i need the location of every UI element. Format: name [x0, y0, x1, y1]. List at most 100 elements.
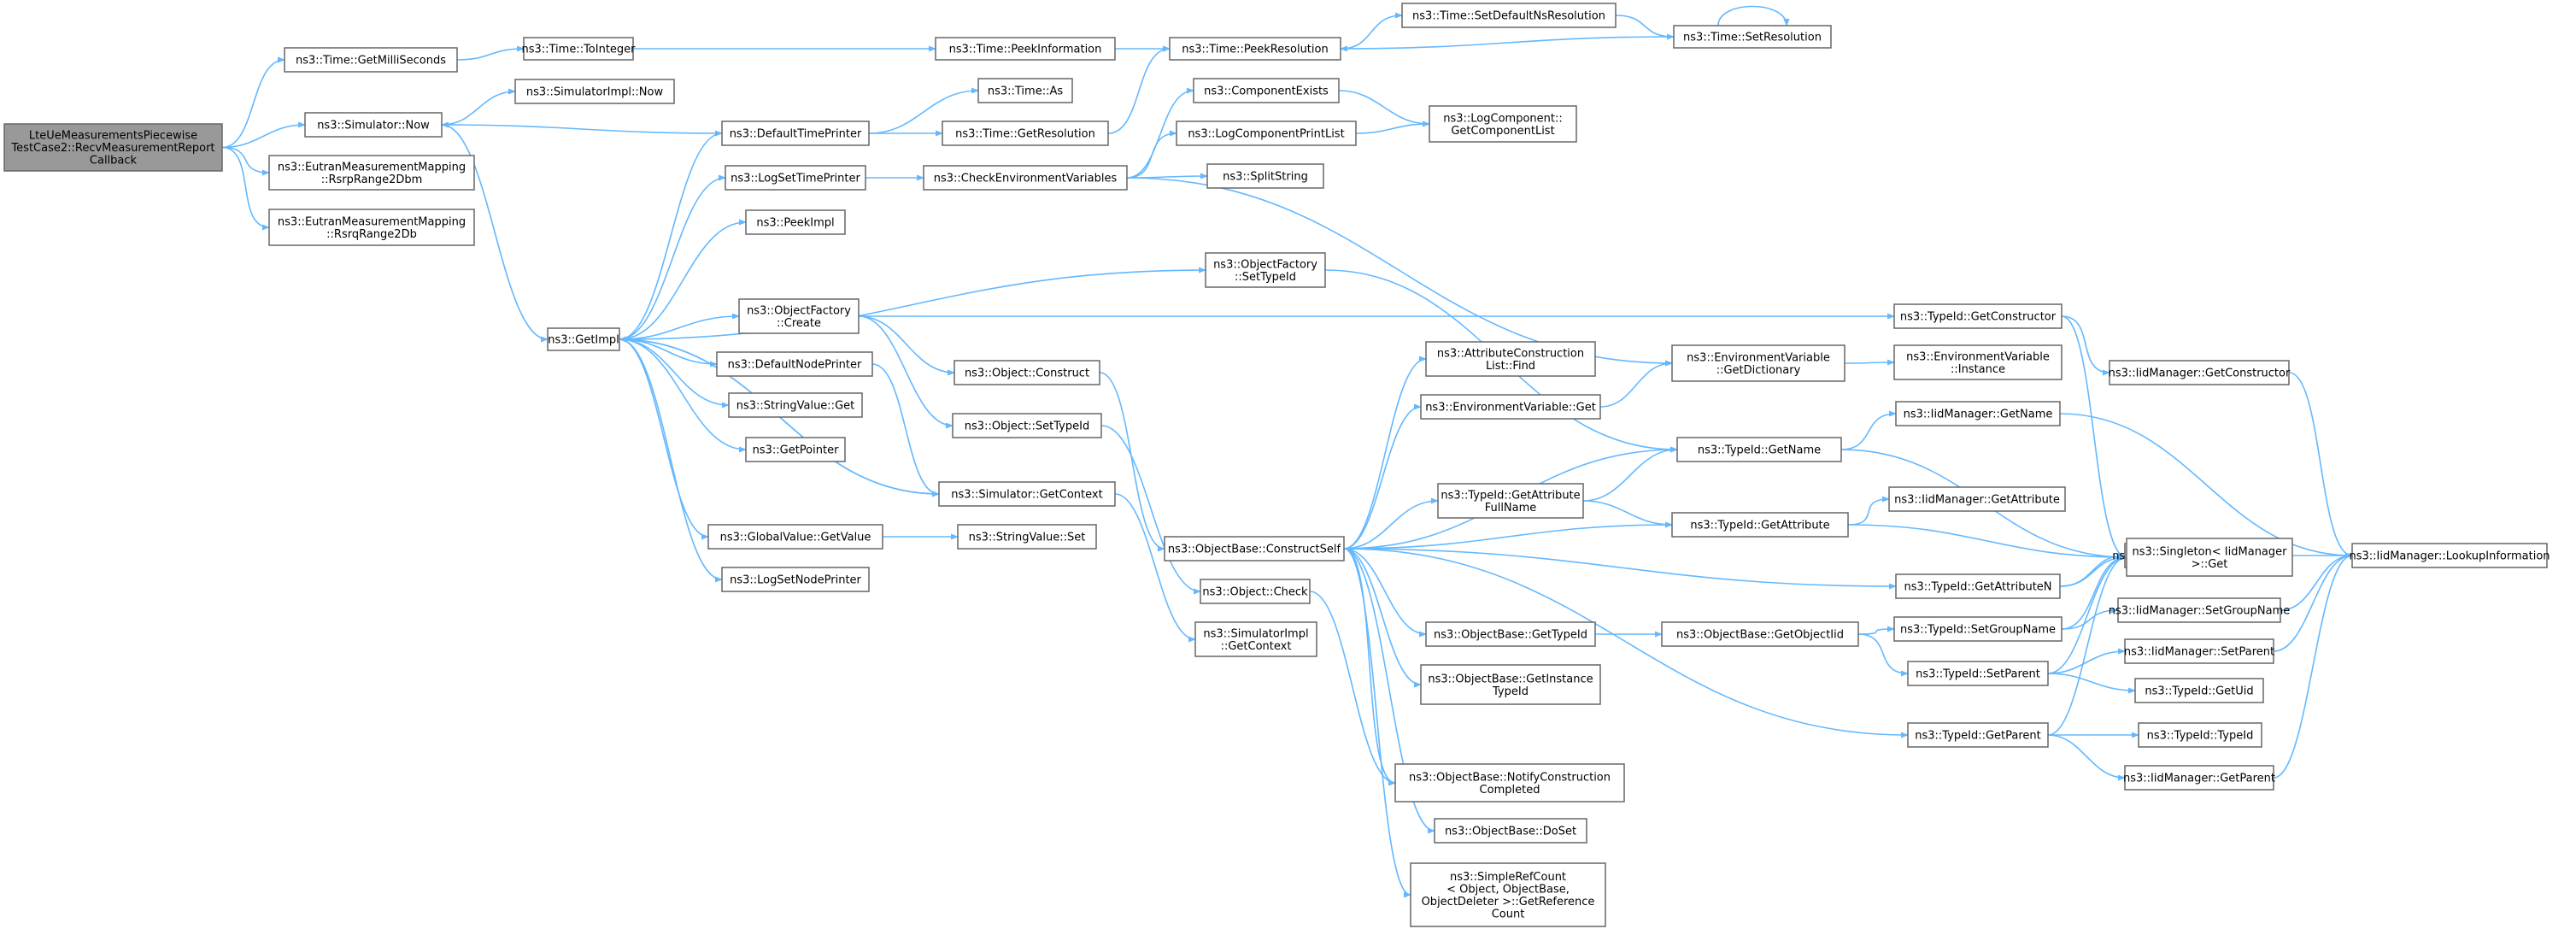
edge-envget-to-envdict: [1599, 360, 1673, 408]
edges-layer: [221, 5, 2353, 898]
node-getimpl[interactable]: ns3::GetImpl: [547, 327, 620, 351]
edge-line: [2047, 554, 2127, 736]
edge-line: [1717, 5, 1790, 26]
edge-defnode-to-simgetctx: [871, 363, 940, 497]
node-objsettid[interactable]: ns3::Object::SetTypeId: [952, 413, 1102, 438]
node-deftime[interactable]: ns3::DefaultTimePrinter: [721, 121, 870, 146]
edge-constructself-to-envget: [1343, 403, 1422, 550]
node-dosetattr[interactable]: ns3::ObjectBase::DoSet: [1434, 818, 1587, 844]
node-splitstring[interactable]: ns3::SplitString: [1206, 163, 1324, 189]
edge-getimpl-to-objfacsettid: [619, 267, 1206, 340]
node-tidsetparent[interactable]: ns3::TypeId::SetParent: [1907, 661, 2049, 686]
node-simimplctx[interactable]: ns3::SimulatorImpl::GetContext: [1194, 621, 1317, 657]
node-setres[interactable]: ns3::Time::SetResolution: [1673, 25, 1832, 49]
node-box: [725, 165, 866, 191]
node-obgettid[interactable]: ns3::ObjectBase::GetTypeId: [1425, 621, 1596, 647]
node-peekres[interactable]: ns3::Time::PeekResolution: [1169, 37, 1341, 61]
node-label: ns3::TypeId::TypeId: [2147, 730, 2254, 743]
node-strvalget[interactable]: ns3::StringValue::Get: [728, 392, 863, 418]
node-envdict[interactable]: ns3::EnvironmentVariable::GetDictionary: [1671, 344, 1845, 382]
node-notifyconstr[interactable]: ns3::ObjectBase::NotifyConstructionCompl…: [1394, 763, 1625, 803]
node-label: ns3::ObjectBase::GetObjectIid: [1676, 629, 1844, 642]
edge-line: [221, 121, 306, 149]
node-box: [952, 413, 1102, 438]
node-objconstruct[interactable]: ns3::Object::Construct: [954, 360, 1100, 385]
node-tidgetuid[interactable]: ns3::TypeId::GetUid: [2134, 678, 2264, 703]
edge-line: [1338, 90, 1430, 127]
node-gvgetvalue[interactable]: ns3::GlobalValue::GetValue: [707, 524, 883, 550]
node-label: ::Create: [777, 317, 821, 330]
node-tidsetgroup[interactable]: ns3::TypeId::SetGroupName: [1893, 616, 2063, 642]
node-objcheck[interactable]: ns3::Object::Check: [1200, 579, 1311, 604]
node-tidgetparent[interactable]: ns3::TypeId::GetParent: [1907, 722, 2049, 748]
node-constructself[interactable]: ns3::ObjectBase::ConstructSelf: [1164, 536, 1345, 562]
edge-simnow-to-getimpl: [441, 124, 549, 343]
node-tidgetname[interactable]: ns3::TypeId::GetName: [1676, 437, 1842, 462]
node-tidtid[interactable]: ns3::TypeId::TypeId: [2138, 722, 2262, 748]
edge-getmilli-to-tointeger: [456, 45, 525, 61]
edge-line: [2061, 607, 2119, 630]
node-label: ns3::PeekImpl: [756, 217, 834, 230]
node-checkenv[interactable]: ns3::CheckEnvironmentVariables: [923, 165, 1128, 191]
node-setdefres[interactable]: ns3::Time::SetDefaultNsResolution: [1401, 3, 1617, 28]
edge-line: [2061, 315, 2110, 376]
node-lookupinfo[interactable]: ns3::IidManager::LookupInformation: [2349, 543, 2550, 568]
node-objfacsettid[interactable]: ns3::ObjectFactory::SetTypeId: [1205, 252, 1326, 288]
node-envinst[interactable]: ns3::EnvironmentVariable::Instance: [1893, 344, 2063, 380]
node-peekinfo[interactable]: ns3::Time::PeekInformation: [935, 37, 1116, 61]
node-strvalset[interactable]: ns3::StringValue::Set: [957, 524, 1097, 550]
node-obgetobjtid[interactable]: ns3::ObjectBase::GetObjectIid: [1661, 621, 1859, 647]
node-label: ns3::SimpleRefCount: [1450, 871, 1566, 884]
edge-line: [1343, 548, 1422, 688]
node-logsettime[interactable]: ns3::LogSetTimePrinter: [725, 165, 866, 191]
node-label: ns3::Time::As: [988, 85, 1064, 98]
node-peekimpl[interactable]: ns3::PeekImpl: [745, 209, 846, 235]
node-tidgetctor[interactable]: ns3::TypeId::GetConstructor: [1893, 303, 2063, 329]
node-simimplnow[interactable]: ns3::SimulatorImpl::Now: [514, 79, 675, 104]
node-iidsetparent[interactable]: ns3::IidManager::SetParent: [2124, 638, 2274, 664]
node-getmilli[interactable]: ns3::Time::GetMilliSeconds: [284, 47, 458, 73]
node-label: ns3::ObjectFactory: [1213, 258, 1317, 271]
node-simgetctx[interactable]: ns3::Simulator::GetContext: [938, 481, 1116, 507]
edge-constructself-to-dosetattr: [1343, 548, 1435, 834]
node-iidsetgroup[interactable]: ns3::IidManager::SetGroupName: [2109, 597, 2291, 623]
node-getres[interactable]: ns3::Time::GetResolution: [942, 121, 1109, 146]
node-label: ns3::EnvironmentVariable::Get: [1425, 402, 1596, 415]
edge-line: [619, 338, 718, 367]
edge-deftime-to-timeas: [868, 87, 979, 134]
node-objfaccreate[interactable]: ns3::ObjectFactory::Create: [738, 298, 860, 334]
node-iidgetattr[interactable]: ns3::IidManager::GetAttribute: [1888, 486, 2066, 512]
node-getpointer[interactable]: ns3::GetPointer: [745, 437, 846, 462]
node-box: [1425, 341, 1596, 377]
node-logcompget[interactable]: ns3::LogComponent::GetComponentList: [1429, 105, 1577, 143]
node-iidgetname[interactable]: ns3::IidManager::GetName: [1895, 401, 2061, 426]
node-tidgetattr[interactable]: ns3::TypeId::GetAttribute: [1671, 512, 1849, 538]
edge-line: [441, 121, 723, 134]
node-box: [745, 209, 846, 235]
node-singleton[interactable]: ns3::Singleton< IidManager >::Get: [2126, 538, 2293, 577]
node-simplerefcount[interactable]: ns3::SimpleRefCount< Object, ObjectBase,…: [1410, 862, 1606, 927]
edge-line: [1114, 493, 1196, 643]
node-tidgetattrn[interactable]: ns3::TypeId::GetAttributeN: [1895, 573, 2061, 599]
node-label: ns3::EutranMeasurementMapping: [278, 161, 466, 173]
node-defnode[interactable]: ns3::DefaultNodePrinter: [716, 351, 873, 377]
node-tointeger[interactable]: ns3::Time::ToInteger: [521, 37, 636, 61]
node-iidgetparent[interactable]: ns3::IidManager::GetParent: [2123, 765, 2275, 791]
node-root[interactable]: LteUeMeasurementsPiecewiseTestCase2::Rec…: [3, 123, 223, 172]
node-envget[interactable]: ns3::EnvironmentVariable::Get: [1420, 394, 1601, 420]
node-logsetnode[interactable]: ns3::LogSetNodePrinter: [721, 567, 870, 592]
edge-getimpl-to-strvalget: [619, 338, 730, 409]
edge-setres-to-setres: [1717, 5, 1790, 26]
node-simnow[interactable]: ns3::Simulator::Now: [304, 112, 443, 138]
node-iidgetctor[interactable]: ns3::IidManager::GetConstructor: [2109, 360, 2291, 385]
node-rsrp[interactable]: ns3::EutranMeasurementMapping::RsrpRange…: [268, 155, 475, 191]
node-label: ns3::IidManager::GetConstructor: [2109, 367, 2291, 380]
node-logcompprint[interactable]: ns3::LogComponentPrintList: [1176, 121, 1357, 146]
node-timeas[interactable]: ns3::Time::As: [977, 78, 1073, 103]
node-compexists[interactable]: ns3::ComponentExists: [1193, 78, 1340, 103]
node-rsrq[interactable]: ns3::EutranMeasurementMapping::RsrqRange…: [268, 209, 475, 246]
edge-getimpl-to-defnode: [619, 338, 718, 367]
